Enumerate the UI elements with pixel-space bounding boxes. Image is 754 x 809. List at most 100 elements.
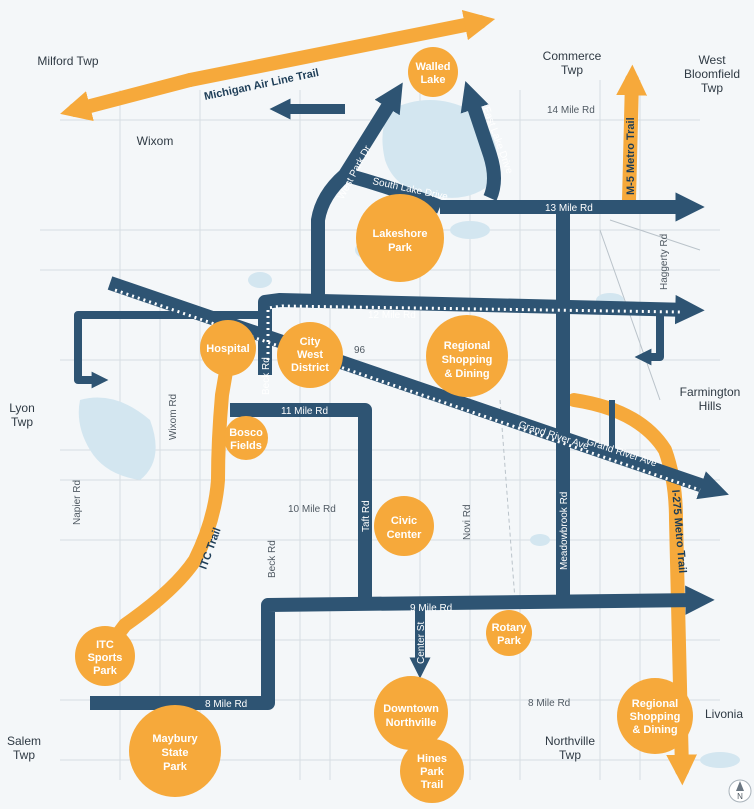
regional-shopping-south-label-2: Shopping xyxy=(630,711,681,723)
regional-shopping-south-poi xyxy=(617,678,693,754)
beck-south-label: Beck Rd xyxy=(267,540,278,578)
taft-label: Taft Rd xyxy=(361,500,372,532)
bosco-label: Bosco xyxy=(229,427,263,439)
novi-label: Novi Rd xyxy=(462,504,473,540)
lyon-twp: Lyon xyxy=(9,401,35,415)
lakeshore-label-2: Park xyxy=(388,242,413,254)
downtown-label: Downtown xyxy=(383,703,439,715)
m5-metro-trail xyxy=(616,64,648,207)
rotary-park-poi xyxy=(486,610,532,656)
civic-label-2: Center xyxy=(387,529,423,541)
regional-shopping-label-3: & Dining xyxy=(444,368,489,380)
12-mile-label: 12 Mile Rd xyxy=(368,310,416,321)
michigan-air-line-trail xyxy=(60,73,197,122)
downtown-northville-poi xyxy=(374,676,448,750)
rotary-label: Rotary xyxy=(492,622,528,634)
city-west-label-2: West xyxy=(297,349,323,361)
regional-shopping-south-label: Regional xyxy=(632,698,678,710)
trails xyxy=(60,9,698,786)
hines-label-3: Trail xyxy=(421,779,444,791)
maybury-label-2: State xyxy=(162,747,189,759)
meadowbrook-label: Meadowbrook Rd xyxy=(559,492,570,570)
north-letter: N xyxy=(737,792,743,801)
grand-river-dotted xyxy=(114,288,701,492)
destination-labels: Walled Lake Lakeshore Park Hospital City… xyxy=(88,61,681,791)
wixom: Wixom xyxy=(137,134,174,148)
salem-twp: Salem xyxy=(7,734,41,748)
itc-sports-park-poi xyxy=(75,626,135,686)
maybury-state-park-poi xyxy=(129,705,221,797)
regional-shopping-label: Regional xyxy=(444,340,490,352)
road-12-mile-west xyxy=(74,311,265,389)
farmington-hills: Farmington xyxy=(680,385,741,399)
walled-lake-label-2: Lake xyxy=(420,74,445,86)
road-grand-river xyxy=(107,276,729,500)
city-west-label-3: District xyxy=(291,362,329,374)
road-west-park xyxy=(311,82,403,308)
maybury-label-3: Park xyxy=(163,761,188,773)
center-st-label: Center St xyxy=(416,622,427,664)
itc-sports-label-2: Sports xyxy=(88,652,123,664)
13-mile-label: 13 Mile Rd xyxy=(545,203,593,214)
northville-twp-2: Twp xyxy=(559,748,581,762)
hines-label: Hines xyxy=(417,753,447,765)
road-8-mile xyxy=(90,690,275,710)
walled-lake-label: Walled xyxy=(415,61,450,73)
8-mile-label: 8 Mile Rd xyxy=(205,699,247,710)
hines-park-trail-poi xyxy=(400,739,464,803)
livonia: Livonia xyxy=(705,707,743,721)
regional-shopping-poi xyxy=(426,315,508,397)
grand-river-label: Grand River Ave xyxy=(517,419,590,452)
west-bloomfield-3: Twp xyxy=(701,81,723,95)
roads xyxy=(74,81,729,710)
street-labels: 14 Mile Rd Haggerty Rd Wixom Rd Napier R… xyxy=(72,105,670,709)
twelve-mile-dotted xyxy=(266,304,681,360)
road-south-lake xyxy=(348,169,443,214)
city-west-label: City xyxy=(300,336,322,348)
11-mile-label: 11 Mile Rd xyxy=(281,406,328,417)
farmington-hills-2: Hills xyxy=(699,399,722,413)
walled-lake-poi xyxy=(408,47,458,97)
place-names: Milford Twp Commerce Twp West Bloomfield… xyxy=(7,49,743,762)
commerce-twp: Commerce xyxy=(543,49,602,63)
beck-label: Beck Rd xyxy=(261,357,272,395)
maybury-label: Maybury xyxy=(152,733,198,745)
regional-shopping-label-2: Shopping xyxy=(442,354,493,366)
michigan-air-line-trail-east xyxy=(183,9,496,87)
salem-twp-2: Twp xyxy=(13,748,35,762)
hospital-poi xyxy=(200,320,256,376)
civic-center-poi xyxy=(374,496,434,556)
civic-label: Civic xyxy=(391,515,417,527)
milford-twp: Milford Twp xyxy=(37,54,98,68)
road-east-lake xyxy=(460,81,501,201)
lakeshore-park-poi xyxy=(356,194,444,282)
napier-label: Napier Rd xyxy=(72,480,83,525)
8-mile-east-label: 8 Mile Rd xyxy=(528,698,570,709)
northville-twp: Northville xyxy=(545,734,595,748)
haggerty-label: Haggerty Rd xyxy=(659,234,670,290)
road-9-mile xyxy=(261,585,715,692)
downtown-label-2: Northville xyxy=(386,717,437,729)
city-west-district-poi xyxy=(277,322,343,388)
regional-shopping-south-label-3: & Dining xyxy=(632,724,677,736)
destinations xyxy=(75,47,693,803)
west-bloomfield-2: Bloomfield xyxy=(684,67,740,81)
hospital-label: Hospital xyxy=(206,343,249,355)
itc-sports-label: ITC xyxy=(96,639,114,651)
road-11-mile xyxy=(230,403,372,598)
rotary-label-2: Park xyxy=(497,635,522,647)
itc-sports-label-3: Park xyxy=(93,665,118,677)
road-haggerty-stub xyxy=(634,315,664,366)
9-mile-label: 9 Mile Rd xyxy=(410,603,452,614)
lyon-twp-2: Twp xyxy=(11,415,33,429)
west-bloomfield: West xyxy=(698,53,726,67)
itc-trail xyxy=(103,353,235,652)
north-arrow-icon: N xyxy=(728,779,752,803)
lakeshore-label: Lakeshore xyxy=(372,228,427,240)
bosco-label-2: Fields xyxy=(230,440,262,452)
m5-label: M-5 Metro Trail xyxy=(625,117,637,195)
commerce-twp-2: Twp xyxy=(561,63,583,77)
14-mile-label: 14 Mile Rd xyxy=(547,105,595,116)
